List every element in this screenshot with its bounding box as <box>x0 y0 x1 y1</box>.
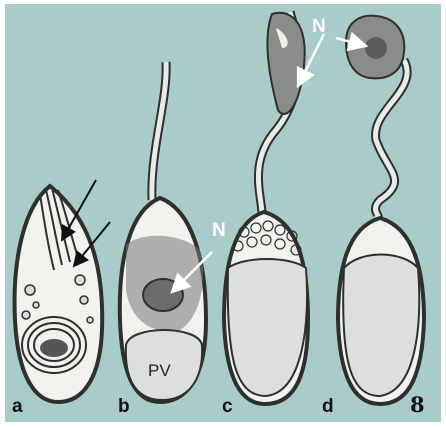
figure-number: 8 <box>410 392 425 417</box>
nucleus-label-b: N <box>212 220 226 241</box>
nucleus-label-d: N <box>312 16 326 37</box>
panel-label-b: b <box>118 396 130 417</box>
panel-label-d: d <box>322 396 334 417</box>
nucleus-b <box>143 279 183 311</box>
panel-label-a: a <box>12 396 23 417</box>
nucleus-d <box>365 37 387 59</box>
nucleus-a <box>40 339 68 357</box>
posterior-vacuole-label: PV <box>148 361 171 380</box>
panel-label-c: c <box>222 396 233 417</box>
